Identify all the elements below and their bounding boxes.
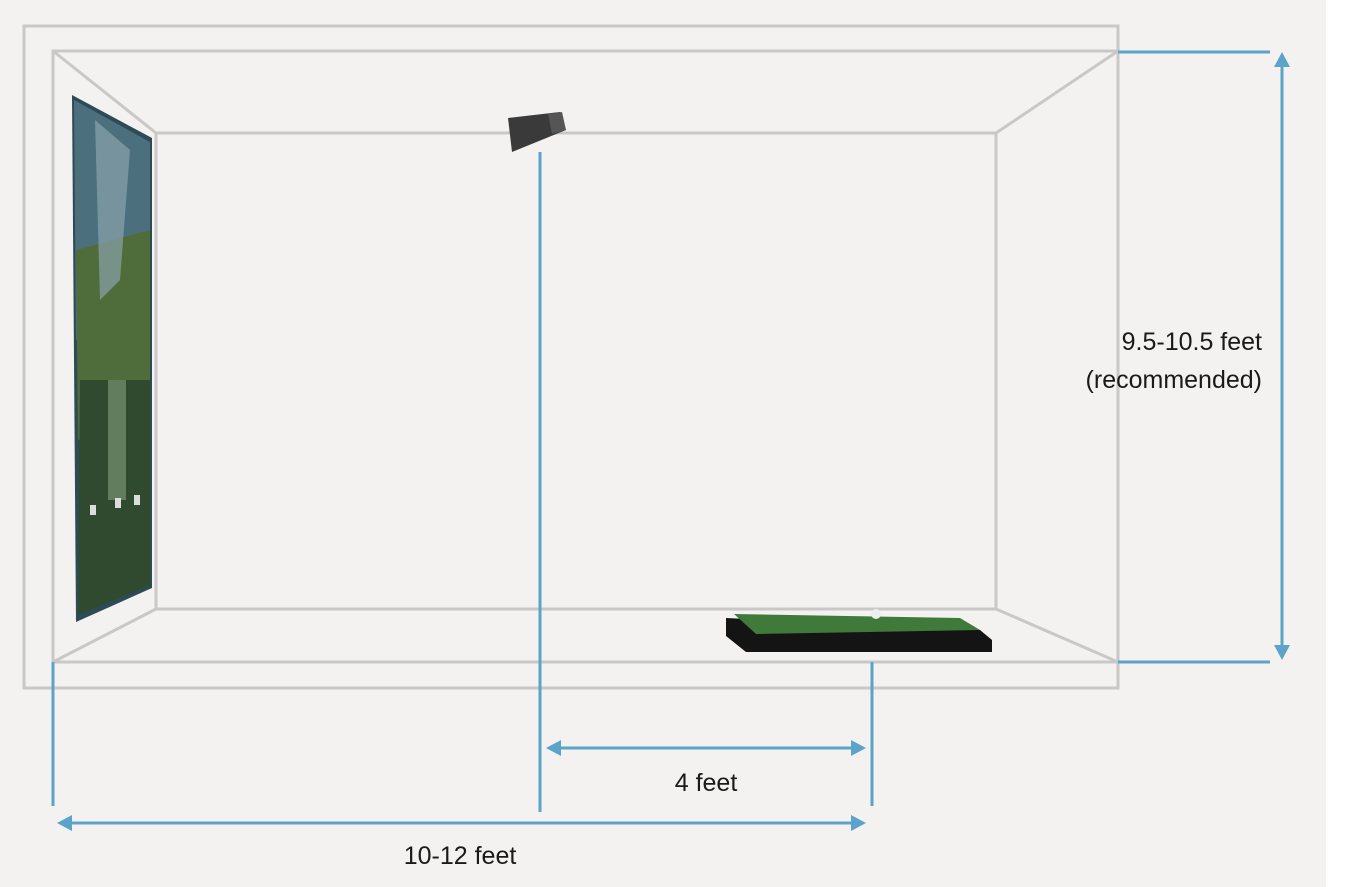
screen-ui-icon-c: [134, 495, 140, 505]
room-edge-top-left: [52, 49, 157, 135]
golf-ball-icon: [871, 609, 881, 619]
screen-ui-panel: [108, 380, 126, 500]
ceiling-height-note: (recommended): [1086, 366, 1262, 394]
projector-to-tee-label: 4 feet: [675, 769, 738, 797]
projector-lens: [548, 112, 566, 134]
arrowhead-right-10ft: [851, 815, 866, 831]
arrowhead-down: [1274, 645, 1290, 660]
screen-icon: [72, 95, 152, 622]
room-outline: [22, 24, 1120, 690]
room-edge-top-right: [995, 49, 1119, 135]
projector-icon: [508, 112, 566, 152]
screen-ui-icon-b: [115, 498, 121, 508]
room-edge-bottom-right: [995, 607, 1119, 664]
screen-to-tee-label: 10-12 feet: [404, 842, 517, 870]
screen-water: [95, 120, 130, 300]
dimension-arrowheads: [57, 52, 1290, 831]
arrowhead-right-4ft: [851, 740, 866, 756]
arrowhead-left-10ft: [57, 815, 72, 831]
arrowhead-left-4ft: [546, 740, 561, 756]
room-edge-bottom-left: [52, 607, 157, 664]
dimension-lines: [51, 50, 1284, 825]
room-back-wall: [154, 131, 998, 611]
arrowhead-up: [1274, 52, 1290, 67]
screen-ui-icon-a: [90, 505, 96, 515]
ceiling-height-label: 9.5-10.5 feet: [1122, 328, 1262, 356]
mat-turf: [734, 614, 980, 634]
hitting-mat-icon: [726, 609, 992, 652]
